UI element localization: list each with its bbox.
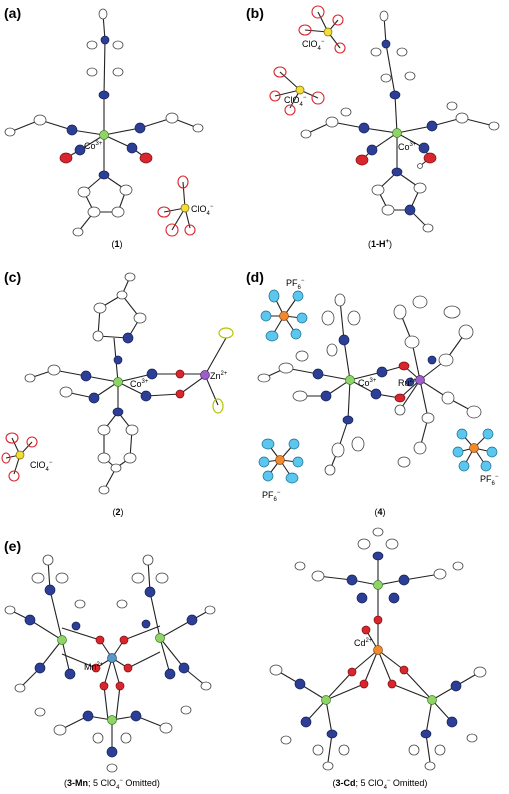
panel-d-ru-label: Ru2+ — [398, 378, 417, 388]
panel-e-right-caption: (3-Cd; 5 ClO4− Omitted) — [333, 778, 428, 791]
panel-a-anion-label: ClO4− — [191, 204, 214, 217]
panel-b-label: (b) — [246, 5, 264, 21]
panel-e-cd-label: Cd2+ — [354, 638, 373, 648]
pf6-anion-d2 — [258, 438, 304, 484]
panel-a-caption: (1) — [111, 239, 122, 249]
panel-d-pf6-label-3: PF6− — [480, 474, 499, 487]
panel-b-caption: (1-H+) — [368, 239, 392, 249]
panel-a: (a) — [4, 5, 214, 249]
complex-3Mn-structure — [4, 554, 216, 773]
panel-d-label: (d) — [246, 269, 264, 285]
cobalt-atom — [99, 130, 109, 140]
panel-d-co-label: Co3+ — [358, 378, 377, 388]
panel-d: (d) PF6− — [246, 269, 499, 517]
complex-1-structure — [4, 8, 204, 237]
perchlorate-anion-a — [157, 175, 196, 237]
panel-e: (e) — [4, 527, 487, 791]
panel-c-zn-label: Zn2+ — [210, 371, 228, 381]
panel-c: (c) — [1, 269, 234, 517]
panel-b-co-label: Co3+ — [398, 142, 417, 152]
complex-3Cd-structure — [269, 527, 487, 771]
panel-b: (b) ClO4− ClO4− — [246, 5, 500, 249]
perchlorate-anion-b2 — [269, 66, 325, 116]
complex-4-structure — [257, 293, 482, 476]
panel-d-caption: (4) — [374, 507, 385, 517]
complex-2-structure — [24, 272, 234, 495]
panel-c-caption: (2) — [112, 507, 123, 517]
panel-d-pf6-label-2: PF6− — [262, 490, 281, 503]
complex-1H-structure — [300, 10, 500, 233]
panel-c-anion-label: ClO4− — [30, 460, 53, 473]
panel-e-mn-label: Mn2+ — [84, 662, 104, 672]
pf6-anion-d3 — [452, 428, 498, 472]
perchlorate-anion-b1 — [298, 5, 346, 54]
panel-a-label: (a) — [4, 5, 21, 21]
panel-d-pf6-label-1: PF6− — [286, 278, 305, 291]
panel-b-anion2-label: ClO4− — [284, 95, 307, 108]
panel-b-anion1-label: ClO4− — [302, 39, 325, 52]
pf6-anion-d1 — [260, 289, 308, 342]
panel-e-label: (e) — [4, 538, 21, 554]
panel-e-left-caption: (3-Mn; 5 ClO4− Omitted) — [64, 778, 160, 791]
panel-c-label: (c) — [4, 269, 21, 285]
panel-a-co-label: Co3+ — [84, 141, 103, 151]
perchlorate-anion-c — [1, 432, 38, 482]
panel-c-co-label: Co3+ — [130, 379, 149, 389]
